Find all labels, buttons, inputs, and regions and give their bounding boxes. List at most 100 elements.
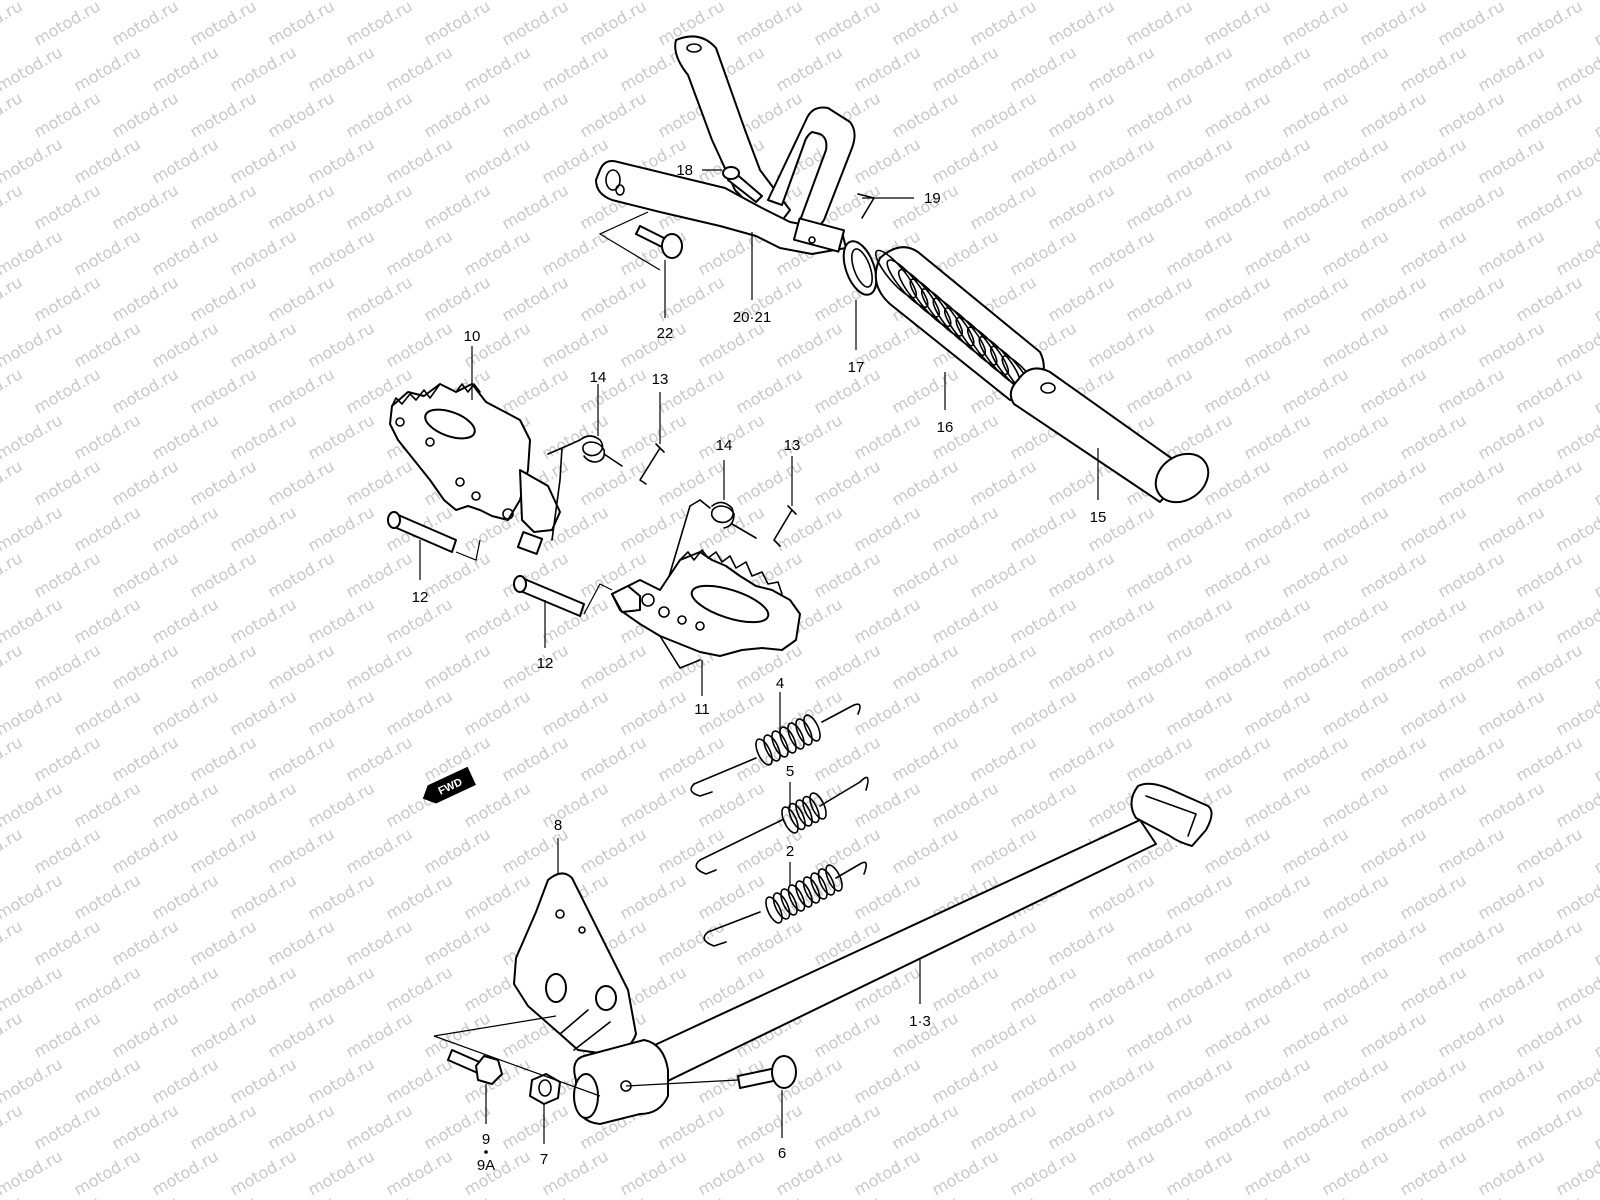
spring-coil <box>781 806 799 834</box>
watermark-text: motod.ru <box>851 778 924 831</box>
footpeg-10 <box>389 383 561 555</box>
watermark-text: motod.ru <box>1553 410 1600 463</box>
watermark-text: motod.ru <box>305 226 378 279</box>
watermark-text: motod.ru <box>1279 1008 1352 1061</box>
callout-13a: 13 <box>652 371 669 388</box>
watermark-text: motod.ru <box>343 0 416 49</box>
nut-7 <box>529 1073 561 1105</box>
watermark-text: motod.ru <box>1513 0 1586 49</box>
spring-4 <box>690 703 861 797</box>
pin-12-upper <box>387 511 457 553</box>
watermark-text: motod.ru <box>577 272 650 325</box>
watermark-text: motod.ru <box>1123 364 1196 417</box>
watermark-text: motod.ru <box>1201 1008 1274 1061</box>
watermark-text: motod.ru <box>1163 42 1236 95</box>
callout-5: 5 <box>786 763 794 780</box>
watermark-text: motod.ru <box>0 0 26 49</box>
watermark-text: motod.ru <box>1201 732 1274 785</box>
watermark-text: motod.ru <box>1241 594 1314 647</box>
watermark-text: motod.ru <box>31 916 104 969</box>
watermark-text: motod.ru <box>305 318 378 371</box>
watermark-text: motod.ru <box>1123 88 1196 141</box>
watermark-text: motod.ru <box>695 870 768 923</box>
watermark-text: motod.ru <box>1045 88 1118 141</box>
watermark-text: motod.ru <box>1085 134 1158 187</box>
watermark-text: motod.ru <box>0 1192 26 1200</box>
watermark-text: motod.ru <box>577 824 650 877</box>
watermark-text: motod.ru <box>305 686 378 739</box>
watermark-text: motod.ru <box>773 42 846 95</box>
watermark-text: motod.ru <box>1045 916 1118 969</box>
watermark-text: motod.ru <box>1085 318 1158 371</box>
callout-12b: 12 <box>537 655 554 672</box>
watermark-text: motod.ru <box>617 318 690 371</box>
watermark-text: motod.ru <box>889 1100 962 1153</box>
watermark-text: motod.ru <box>1241 42 1314 95</box>
watermark-text: motod.ru <box>227 134 300 187</box>
callout-1-3: 1·3 <box>909 1013 931 1030</box>
watermark-text: motod.ru <box>227 1054 300 1107</box>
callout-9: 9 <box>482 1131 490 1148</box>
watermark-text: motod.ru <box>71 1054 144 1107</box>
watermark-text: motod.ru <box>851 42 924 95</box>
watermark-text: motod.ru <box>655 732 728 785</box>
watermark-text: motod.ru <box>1279 180 1352 233</box>
footrest-rubber-16 <box>874 246 1045 404</box>
watermark-text: motod.ru <box>1553 962 1600 1015</box>
watermark-text: motod.ru <box>1513 1100 1586 1153</box>
watermark-text: motod.ru <box>499 732 572 785</box>
watermark-text: motod.ru <box>1513 180 1586 233</box>
watermark-text: motod.ru <box>851 134 924 187</box>
watermark-text: motod.ru <box>227 226 300 279</box>
side-stand-1-3 <box>573 782 1213 1125</box>
watermark-text: motod.ru <box>71 686 144 739</box>
watermark-text: motod.ru <box>1357 456 1430 509</box>
spring-coil <box>755 738 773 766</box>
watermark-text: motod.ru <box>1045 548 1118 601</box>
watermark-text: motod.ru <box>1201 1192 1274 1200</box>
bolt-22 <box>635 225 683 259</box>
watermark-text: motod.ru <box>1007 962 1080 1015</box>
watermark-text: motod.ru <box>0 1146 66 1199</box>
watermark-text: motod.ru <box>733 364 806 417</box>
spring-coil <box>795 880 813 908</box>
watermark-text: motod.ru <box>343 456 416 509</box>
watermark-text: motod.ru <box>1045 1008 1118 1061</box>
watermark-text: motod.ru <box>109 640 182 693</box>
watermark-text: motod.ru <box>109 732 182 785</box>
watermark-text: motod.ru <box>1475 226 1548 279</box>
watermark-text: motod.ru <box>1357 732 1430 785</box>
watermark-text: motod.ru <box>0 640 26 693</box>
watermark-text: motod.ru <box>851 1146 924 1199</box>
spring-14-upper <box>547 435 623 541</box>
watermark-text: motod.ru <box>343 640 416 693</box>
watermark-text: motod.ru <box>149 318 222 371</box>
watermark-text: motod.ru <box>461 870 534 923</box>
watermark-text: motod.ru <box>499 272 572 325</box>
watermark-text: motod.ru <box>1397 870 1470 923</box>
watermark-text: motod.ru <box>1397 134 1470 187</box>
watermark-text: motod.ru <box>1591 1008 1600 1061</box>
watermark-text: motod.ru <box>1241 686 1314 739</box>
watermark-text: motod.ru <box>773 502 846 555</box>
watermark-text: motod.ru <box>71 594 144 647</box>
watermark-text: motod.ru <box>187 272 260 325</box>
watermark-text: motod.ru <box>149 778 222 831</box>
watermark-text: motod.ru <box>1397 594 1470 647</box>
watermark-text: motod.ru <box>1201 456 1274 509</box>
watermark-text: motod.ru <box>1357 640 1430 693</box>
watermark-text: motod.ru <box>265 1100 338 1153</box>
watermark-text: motod.ru <box>1435 272 1508 325</box>
watermark-text: motod.ru <box>343 548 416 601</box>
watermark-text: motod.ru <box>265 824 338 877</box>
watermark-text: motod.ru <box>461 226 534 279</box>
watermark-text: motod.ru <box>577 88 650 141</box>
footrest-shaft-15 <box>1009 367 1210 504</box>
watermark-text: motod.ru <box>71 870 144 923</box>
watermark-text: motod.ru <box>1007 778 1080 831</box>
watermark-text: motod.ru <box>109 1008 182 1061</box>
watermark-text: motod.ru <box>1591 548 1600 601</box>
watermark-text: motod.ru <box>187 824 260 877</box>
watermark-text: motod.ru <box>1201 548 1274 601</box>
spring-14-lower <box>667 499 757 581</box>
